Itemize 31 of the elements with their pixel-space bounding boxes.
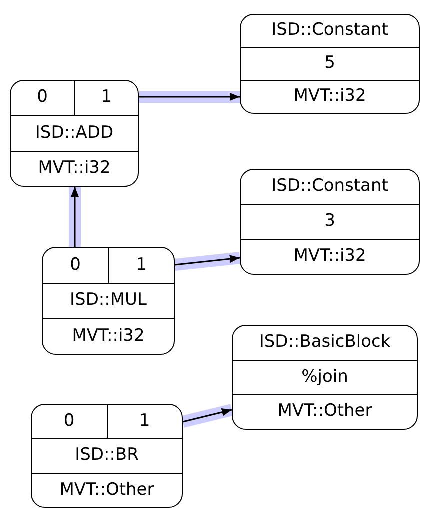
field-label: ISD::BR xyxy=(32,438,182,473)
field-label: 3 xyxy=(241,204,419,239)
field-label: MVT::Other xyxy=(233,394,417,430)
port-label: 0 xyxy=(36,86,49,110)
field-label: MVT::i32 xyxy=(241,80,419,113)
record-node xyxy=(10,80,139,187)
field-label: 5 xyxy=(241,47,419,80)
field-label: ISD::Constant xyxy=(270,19,390,42)
port-label: 0 xyxy=(69,254,82,277)
record-node xyxy=(31,404,183,508)
field-label: MVT::i32 xyxy=(11,150,138,186)
arrow xyxy=(139,91,240,103)
field-label: ISD::Constant xyxy=(270,175,390,198)
record-node xyxy=(240,169,420,275)
arrow xyxy=(182,404,234,428)
record-node xyxy=(42,247,175,355)
port-label: 1 xyxy=(108,248,174,283)
field-label: ISD::MUL xyxy=(43,282,174,318)
port-label: 0 xyxy=(62,410,76,433)
port-label: 1 xyxy=(74,81,138,116)
field-label: MVT::i32 xyxy=(43,318,174,354)
field-label: ISD::ADD xyxy=(11,115,138,151)
arrow xyxy=(69,187,81,247)
field-label: %join xyxy=(233,360,417,394)
arrow xyxy=(174,252,241,271)
field-label: MVT::i32 xyxy=(241,239,419,274)
record-node xyxy=(240,14,420,114)
field-label: MVT::Other xyxy=(32,472,182,507)
record-node xyxy=(232,325,418,430)
field-label: ISD::BasicBlock xyxy=(258,331,392,354)
port-label: 1 xyxy=(106,405,182,438)
